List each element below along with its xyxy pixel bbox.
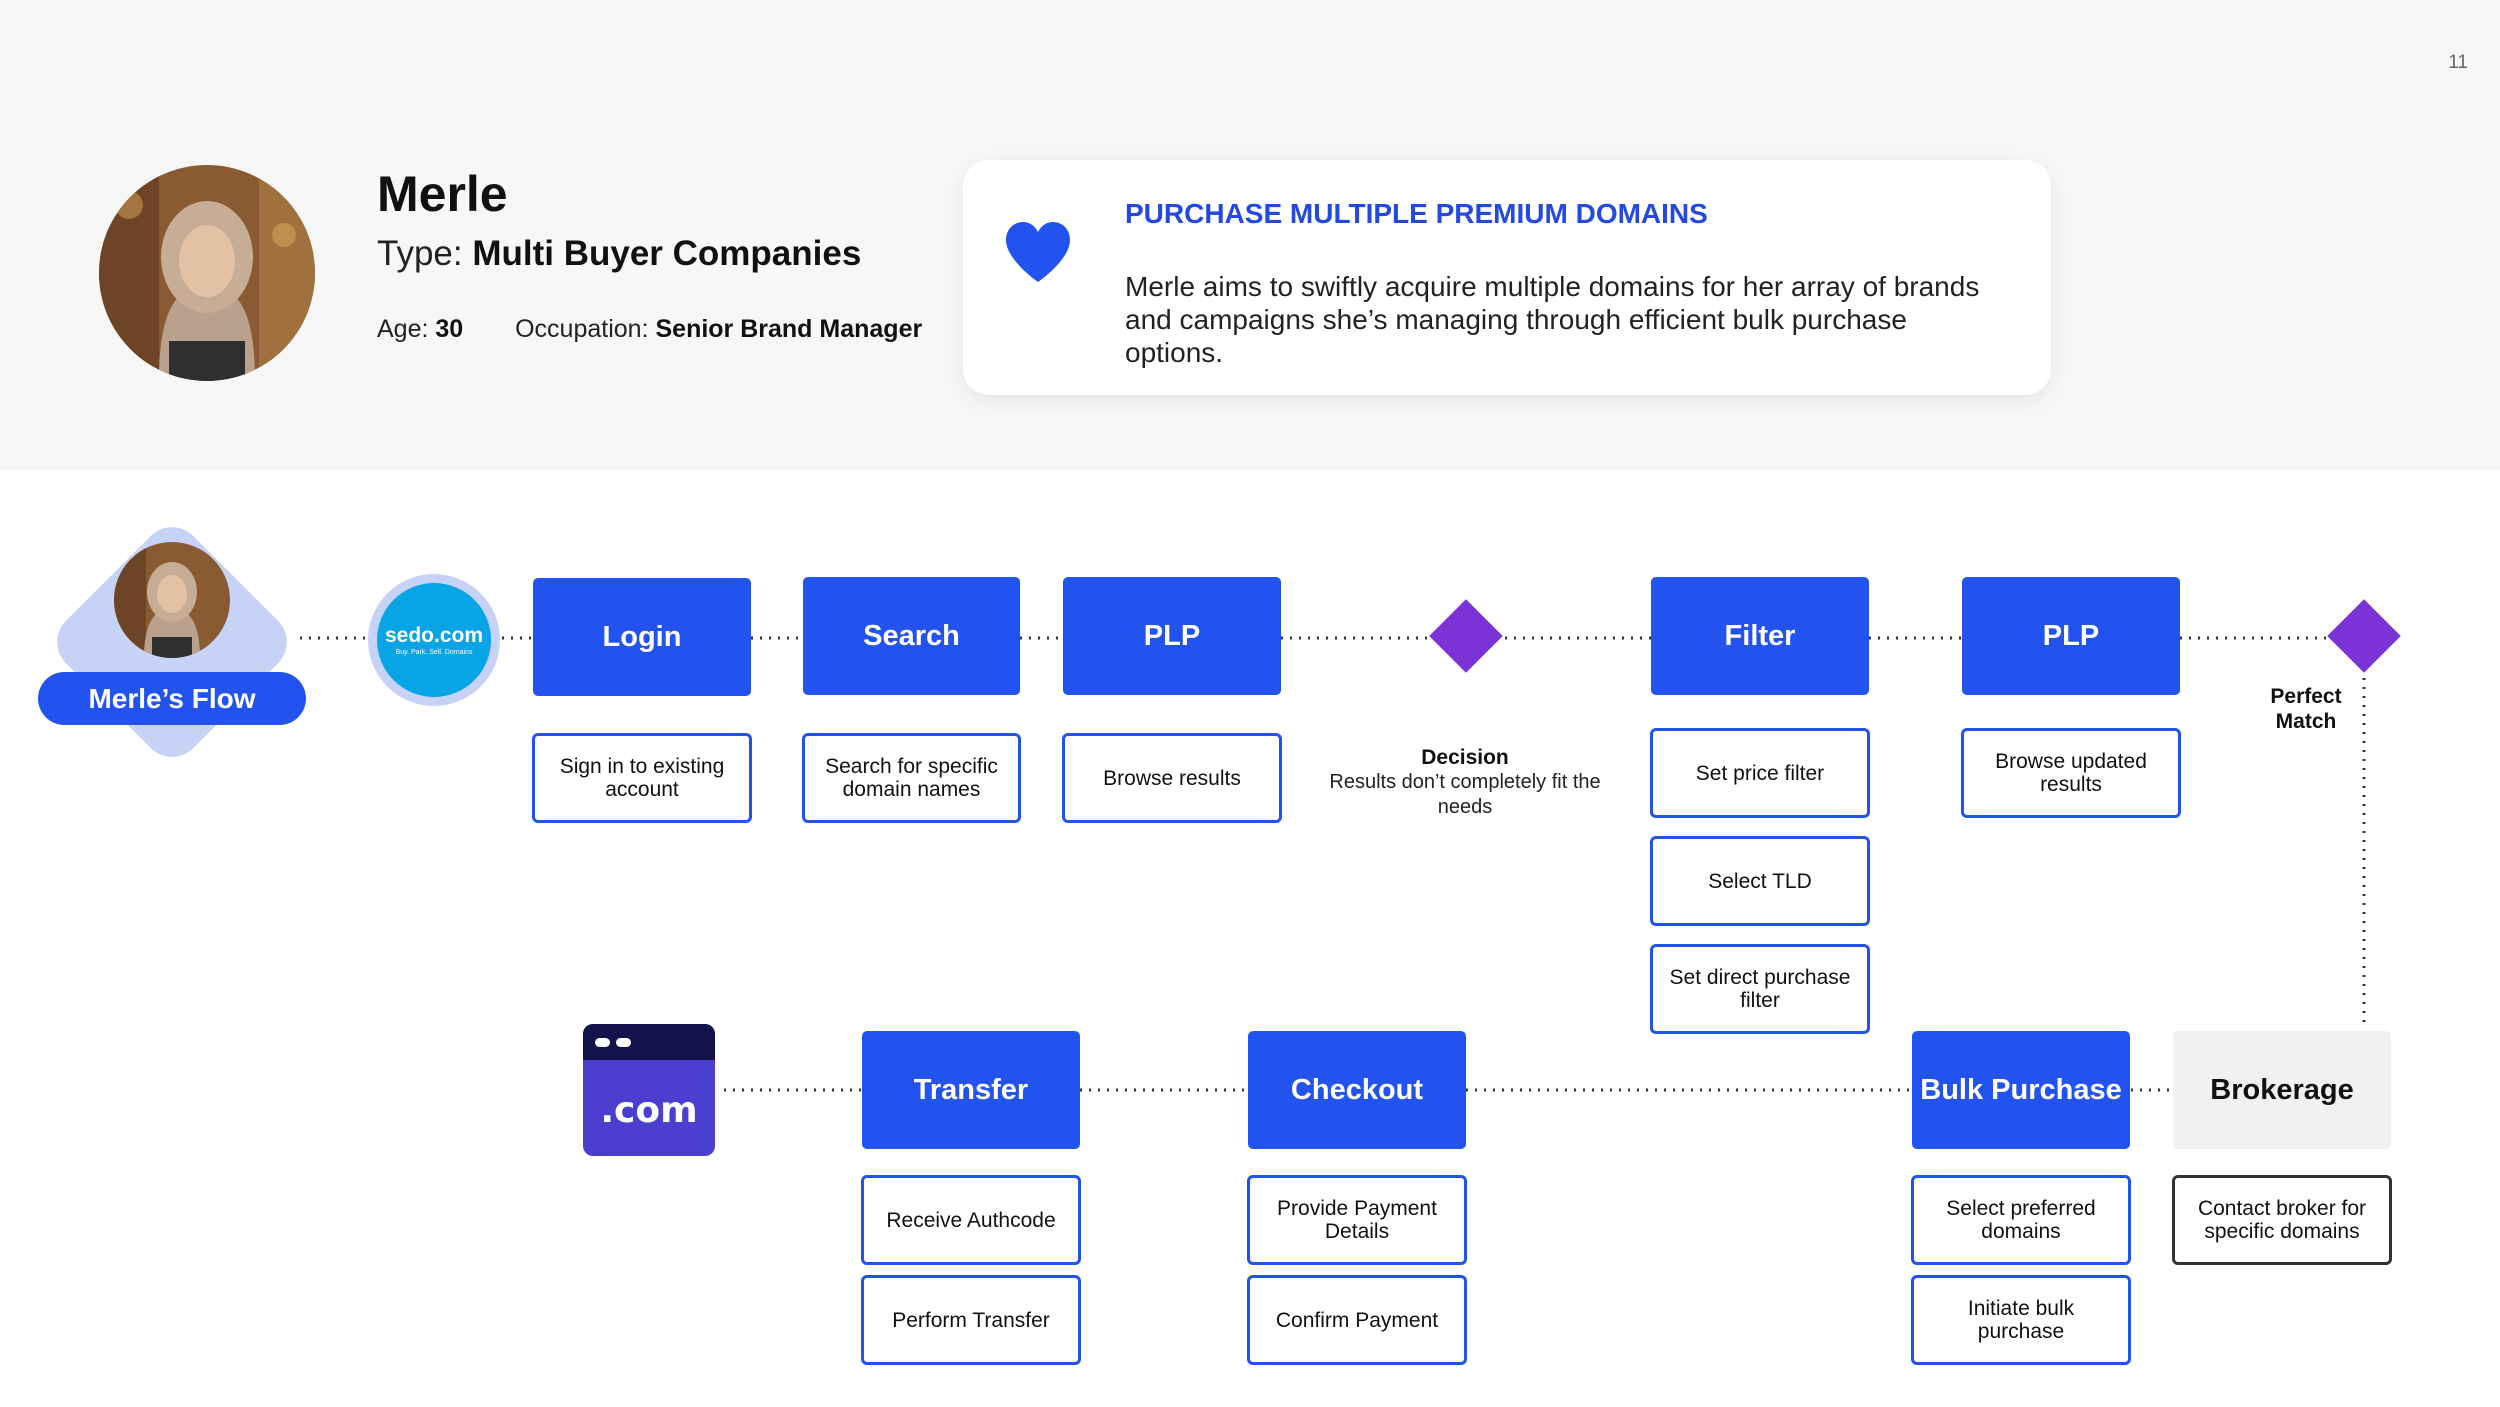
decision-text: Results don’t completely fit the needs bbox=[1329, 771, 1601, 818]
sedo-tagline: Buy. Park. Sell. Domains bbox=[395, 649, 473, 656]
step-brokerage: Brokerage bbox=[2173, 1031, 2391, 1149]
step-brokerage-sub-1: Contact broker for specific domains bbox=[2172, 1175, 2392, 1265]
step-filter-sub-3: Set direct purchase filter bbox=[1650, 944, 1870, 1034]
step-transfer-sub-1: Receive Authcode bbox=[861, 1175, 1081, 1265]
flow-avatar bbox=[114, 542, 230, 658]
persona-type-label: Type: bbox=[377, 234, 463, 273]
step-login: Login bbox=[533, 578, 751, 696]
step-filter-sub-1: Set price filter bbox=[1650, 728, 1870, 818]
goal-card: PURCHASE MULTIPLE PREMIUM DOMAINS Merle … bbox=[963, 160, 2051, 395]
sedo-logo-text: sedo.com bbox=[384, 624, 484, 647]
sedo-logo: sedo.com Buy. Park. Sell. Domains bbox=[377, 583, 491, 697]
decision-title: Decision bbox=[1421, 746, 1509, 769]
step-plp-2-sub-1: Browse updated results bbox=[1961, 728, 2181, 818]
decision-note: Decision Results don’t completely fit th… bbox=[1315, 745, 1615, 820]
step-search: Search bbox=[803, 577, 1020, 695]
step-transfer-sub-2: Perform Transfer bbox=[861, 1275, 1081, 1365]
step-plp-1: PLP bbox=[1063, 577, 1281, 695]
step-bulk-purchase: Bulk Purchase bbox=[1912, 1031, 2130, 1149]
step-checkout-sub-1: Provide Payment Details bbox=[1247, 1175, 1467, 1265]
persona-photo-small-icon bbox=[114, 542, 230, 658]
step-transfer: Transfer bbox=[862, 1031, 1080, 1149]
persona-type-value: Multi Buyer Companies bbox=[472, 234, 862, 273]
step-plp-2: PLP bbox=[1962, 577, 2180, 695]
age-label: Age: bbox=[377, 315, 429, 343]
step-search-sub-1: Search for specific domain names bbox=[802, 733, 1021, 823]
persona-meta: Age: 30 Occupation: Senior Brand Manager bbox=[377, 315, 922, 344]
age-value: 30 bbox=[435, 315, 464, 343]
step-bulk-purchase-sub-2: Initiate bulk purchase bbox=[1911, 1275, 2131, 1365]
occupation-label: Occupation: bbox=[515, 315, 649, 343]
persona-name: Merle bbox=[377, 166, 508, 222]
step-bulk-purchase-sub-1: Select preferred domains bbox=[1911, 1175, 2131, 1265]
persona-type: Type: Multi Buyer Companies bbox=[377, 234, 861, 274]
step-plp-1-sub-1: Browse results bbox=[1062, 733, 1282, 823]
dot-com-icon: .com bbox=[583, 1024, 715, 1156]
step-checkout-sub-2: Confirm Payment bbox=[1247, 1275, 1467, 1365]
heart-icon bbox=[1006, 222, 1070, 282]
occupation-value: Senior Brand Manager bbox=[655, 315, 923, 343]
goal-description: Merle aims to swiftly acquire multiple d… bbox=[1125, 271, 1980, 368]
page-number: 11 bbox=[2448, 52, 2468, 73]
flow-label-badge: Merle’s Flow bbox=[38, 672, 306, 725]
step-filter: Filter bbox=[1651, 577, 1869, 695]
step-login-sub-1: Sign in to existing account bbox=[532, 733, 752, 823]
goal-title: PURCHASE MULTIPLE PREMIUM DOMAINS bbox=[1125, 198, 1708, 229]
perfect-match-label: Perfect Match bbox=[2270, 685, 2342, 733]
step-filter-sub-2: Select TLD bbox=[1650, 836, 1870, 926]
dot-com-icon-text: .com bbox=[600, 1090, 697, 1131]
step-checkout: Checkout bbox=[1248, 1031, 1466, 1149]
